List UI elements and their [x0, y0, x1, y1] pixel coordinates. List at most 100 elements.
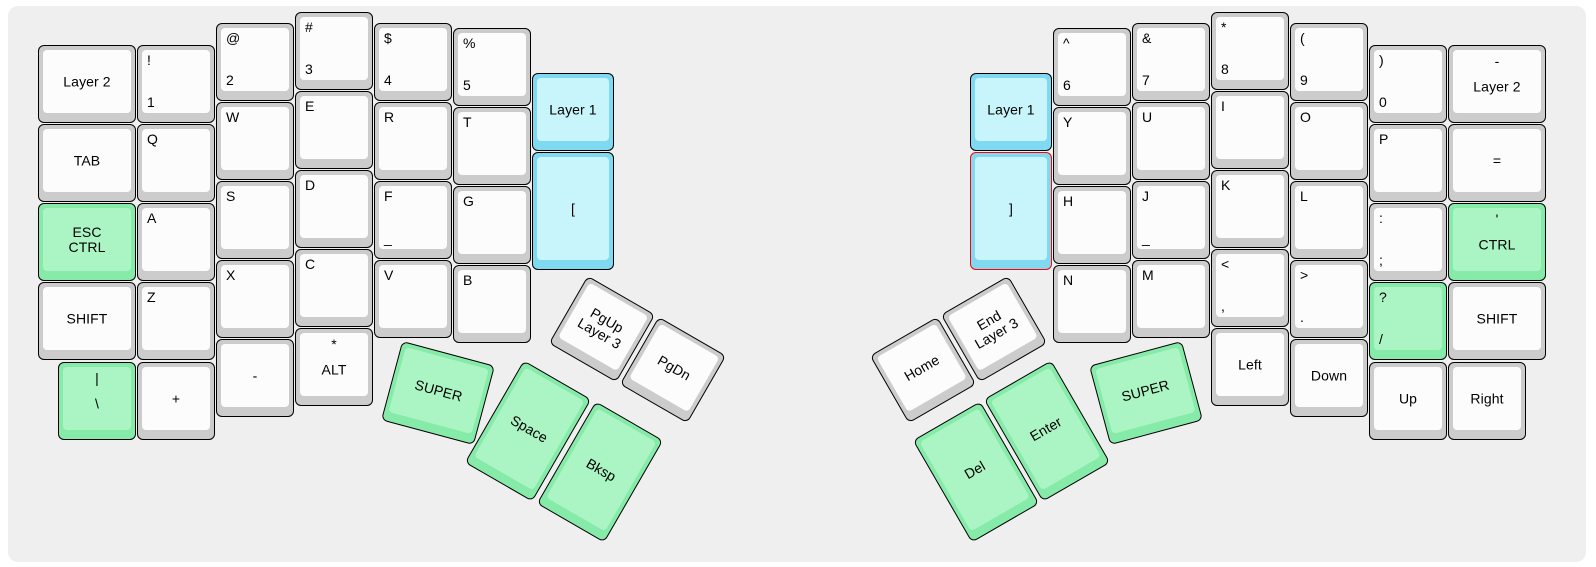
key-r-c4-r3[interactable]: >.: [1290, 260, 1368, 338]
key-r-c4-r1[interactable]: O: [1290, 102, 1368, 180]
key-l-c1-r4[interactable]: +: [137, 362, 215, 440]
key-legend-main: Layer 2: [1473, 77, 1521, 94]
key-l-c2-r4[interactable]: -: [216, 339, 294, 417]
key-r-c0-r1[interactable]: ]: [970, 152, 1052, 270]
keycap: Layer 2: [43, 50, 131, 113]
key-legend-main: SUPER: [1119, 376, 1171, 405]
key-l-c4-r0[interactable]: $4: [374, 23, 452, 101]
keycap: $4: [379, 28, 447, 91]
key-legend-shifted: <: [1221, 256, 1230, 272]
key-l-c1-r0[interactable]: !1: [137, 45, 215, 123]
key-l-c1-r3[interactable]: Z: [137, 282, 215, 360]
key-r-c2-r0[interactable]: &7: [1132, 23, 1210, 101]
keycap: A: [142, 208, 210, 271]
key-r-c5-r1[interactable]: P: [1369, 124, 1447, 202]
key-legend-main: CTRL: [1478, 235, 1516, 252]
key-l-c3-r4[interactable]: *ALT: [295, 328, 373, 406]
key-r-c6-r4[interactable]: Right: [1448, 362, 1526, 440]
key-l-t-super[interactable]: SUPER: [381, 340, 495, 446]
key-l-c0-r1[interactable]: TAB: [38, 124, 136, 202]
key-legend-base: 0: [1379, 93, 1387, 110]
key-l-c1-r1[interactable]: Q: [137, 124, 215, 202]
key-r-c4-r2[interactable]: L: [1290, 181, 1368, 259]
key-l-c6-r1[interactable]: [: [532, 152, 614, 270]
key-legend-main: Space: [508, 411, 551, 446]
key-l-c2-r0[interactable]: @2: [216, 23, 294, 101]
key-legend-main: =: [1492, 151, 1502, 168]
key-r-c5-r2[interactable]: :;: [1369, 203, 1447, 281]
key-l-c5-r3[interactable]: B: [453, 265, 531, 343]
key-l-c5-r0[interactable]: %5: [453, 28, 531, 106]
key-l-c3-r2[interactable]: D: [295, 170, 373, 248]
key-l-c0-r4[interactable]: |\: [58, 362, 136, 440]
key-l-c0-r3[interactable]: SHIFT: [38, 282, 136, 360]
key-r-c3-r2[interactable]: K: [1211, 170, 1289, 248]
key-l-c2-r3[interactable]: X: [216, 260, 294, 338]
key-r-c6-r0[interactable]: -Layer 2: [1448, 45, 1546, 123]
key-r-c5-r4[interactable]: Up: [1369, 362, 1447, 440]
key-r-c6-r1[interactable]: =: [1448, 124, 1546, 202]
key-l-c6-r0[interactable]: Layer 1: [532, 73, 614, 151]
key-r-c3-r3[interactable]: <,: [1211, 249, 1289, 327]
key-l-c3-r3[interactable]: C: [295, 249, 373, 327]
key-r-c2-r2[interactable]: J_: [1132, 181, 1210, 259]
key-l-c4-r2[interactable]: F_: [374, 181, 452, 259]
key-r-c3-r1[interactable]: I: [1211, 91, 1289, 169]
key-r-c1-r3[interactable]: N: [1053, 265, 1131, 343]
key-r-c0-r0[interactable]: Layer 1: [970, 73, 1052, 151]
key-legend-main: ALT: [321, 360, 347, 377]
key-r-c4-r0[interactable]: (9: [1290, 23, 1368, 101]
key-l-c0-r0[interactable]: Layer 2: [38, 45, 136, 123]
key-r-c1-r2[interactable]: H: [1053, 186, 1131, 264]
keycap: <,: [1216, 254, 1284, 317]
key-r-c2-r3[interactable]: M: [1132, 260, 1210, 338]
key-l-c0-r2[interactable]: ESC CTRL: [38, 203, 136, 281]
key-legend-shifted: *: [1221, 19, 1227, 35]
keycap: Y: [1058, 112, 1126, 175]
key-r-c5-r3[interactable]: ?/: [1369, 282, 1447, 360]
key-legend-shifted: P: [1379, 131, 1389, 147]
key-l-c2-r2[interactable]: S: [216, 181, 294, 259]
key-legend-shifted: R: [384, 109, 395, 125]
key-r-c6-r2[interactable]: 'CTRL: [1448, 203, 1546, 281]
key-r-c1-r0[interactable]: ^6: [1053, 28, 1131, 106]
key-legend-shifted: #: [305, 19, 313, 35]
key-legend-shifted: !: [147, 52, 151, 68]
key-legend-shifted: J: [1142, 188, 1150, 204]
key-r-c4-r4[interactable]: Down: [1290, 339, 1368, 417]
key-r-c1-r1[interactable]: Y: [1053, 107, 1131, 185]
key-r-c2-r1[interactable]: U: [1132, 102, 1210, 180]
key-l-c3-r1[interactable]: E: [295, 91, 373, 169]
keycap: |\: [63, 367, 131, 430]
keycap: Q: [142, 129, 210, 192]
key-r-c3-r0[interactable]: *8: [1211, 12, 1289, 90]
key-l-c3-r0[interactable]: #3: [295, 12, 373, 90]
key-r-c6-r3[interactable]: SHIFT: [1448, 282, 1546, 360]
key-legend-shifted: Q: [147, 131, 158, 147]
key-l-c4-r3[interactable]: V: [374, 260, 452, 338]
key-legend-main: +: [171, 389, 181, 406]
key-l-c2-r1[interactable]: W: [216, 102, 294, 180]
keycap: O: [1295, 107, 1363, 170]
key-l-c1-r2[interactable]: A: [137, 203, 215, 281]
keycap: *ALT: [300, 333, 368, 396]
key-legend-main: [: [571, 199, 575, 216]
keycap: V: [379, 265, 447, 328]
key-legend-main: Right: [1470, 389, 1504, 406]
key-l-c5-r1[interactable]: T: [453, 107, 531, 185]
keycap: SUPER: [388, 347, 489, 435]
key-legend-shifted: ?: [1379, 289, 1387, 305]
keycap: N: [1058, 270, 1126, 333]
key-legend-main: Bksp: [583, 454, 620, 485]
key-legend-shifted: K: [1221, 177, 1231, 193]
key-l-c4-r1[interactable]: R: [374, 102, 452, 180]
key-l-c5-r2[interactable]: G: [453, 186, 531, 264]
keycap: Right: [1453, 367, 1521, 430]
key-legend-shifted: $: [384, 30, 392, 46]
key-r-t-super[interactable]: SUPER: [1089, 340, 1203, 446]
key-legend-base: 4: [384, 71, 392, 88]
key-legend-main: End Layer 3: [971, 306, 1021, 352]
key-r-c5-r0[interactable]: )0: [1369, 45, 1447, 123]
key-legend-shifted: U: [1142, 109, 1153, 125]
key-r-c3-r4[interactable]: Left: [1211, 328, 1289, 406]
